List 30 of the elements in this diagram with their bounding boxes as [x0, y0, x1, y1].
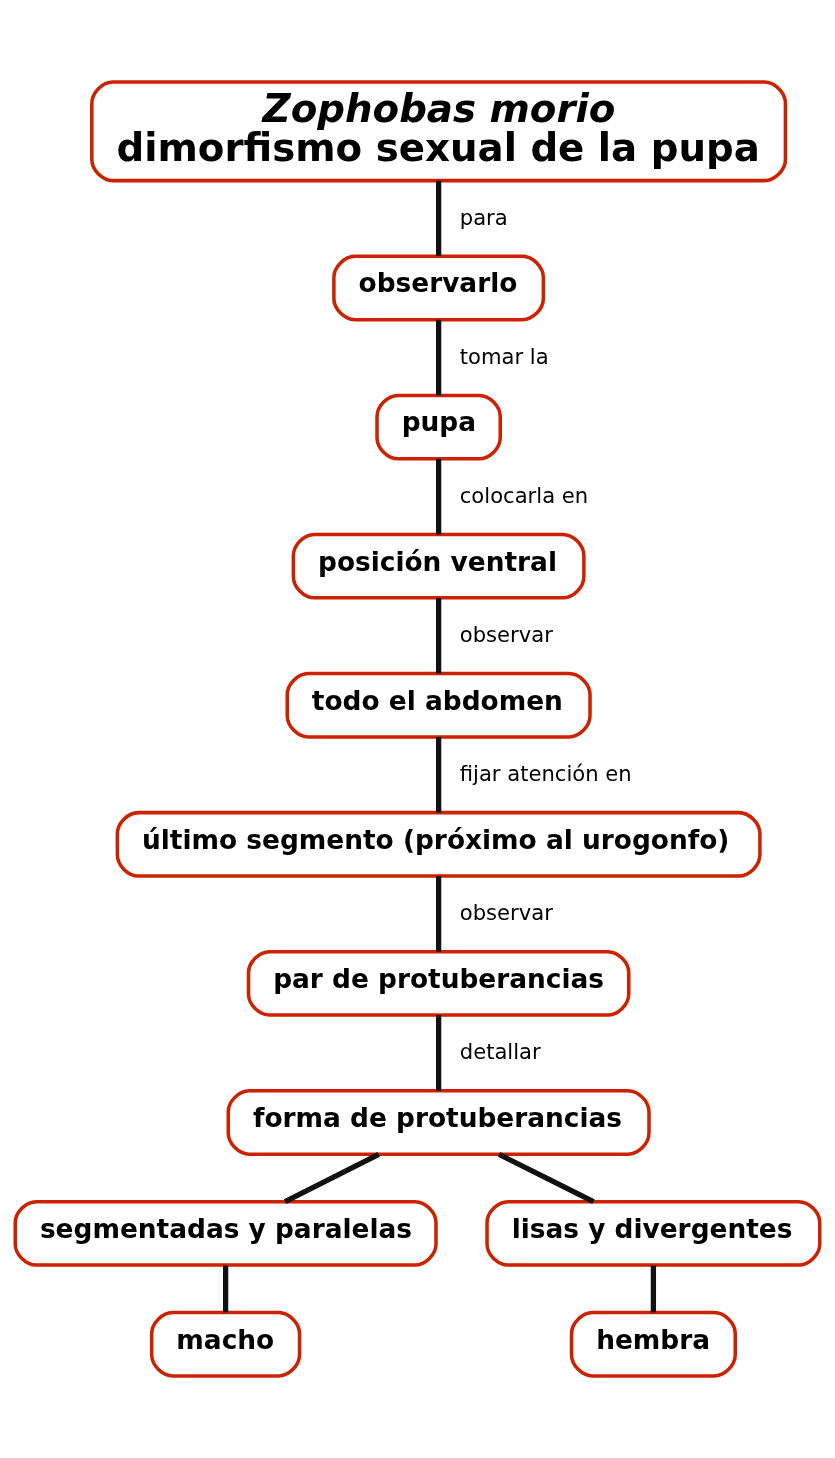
connector — [222, 1265, 229, 1313]
connector — [436, 876, 442, 952]
connector — [436, 180, 442, 257]
connector — [436, 458, 442, 535]
node-box: pupa — [375, 393, 502, 461]
node-box: observarlo — [332, 254, 546, 322]
connector — [436, 737, 442, 813]
connector — [650, 1265, 657, 1313]
node-box: lisas y divergentes — [485, 1199, 822, 1267]
connector — [436, 319, 442, 396]
connector — [436, 1015, 442, 1091]
node-box: Zophobas morio dimorfismo sexual de la pupa — [90, 80, 788, 183]
edge-label: colocarla en — [459, 482, 589, 508]
connector — [436, 598, 442, 674]
connector — [283, 1152, 380, 1204]
node-box: par de protuberancias — [246, 949, 631, 1017]
node-box: hembra — [569, 1310, 737, 1378]
node-box: último segmento (próximo al urogonfo) — [115, 810, 762, 878]
edge-label: tomar la — [459, 343, 549, 369]
node-box: posición ventral — [291, 532, 586, 600]
node-box: forma de protuberancias — [226, 1089, 651, 1156]
edge-label: fijar atención en — [459, 761, 632, 787]
node-box: todo el abdomen — [285, 671, 592, 739]
node-box: macho — [149, 1310, 302, 1378]
edge-label: detallar — [459, 1039, 541, 1065]
node-box: segmentadas y paralelas — [13, 1199, 438, 1267]
connector — [497, 1152, 595, 1204]
edge-label: para — [459, 204, 508, 230]
edge-label: observar — [459, 622, 553, 648]
edge-label: observar — [459, 900, 553, 926]
